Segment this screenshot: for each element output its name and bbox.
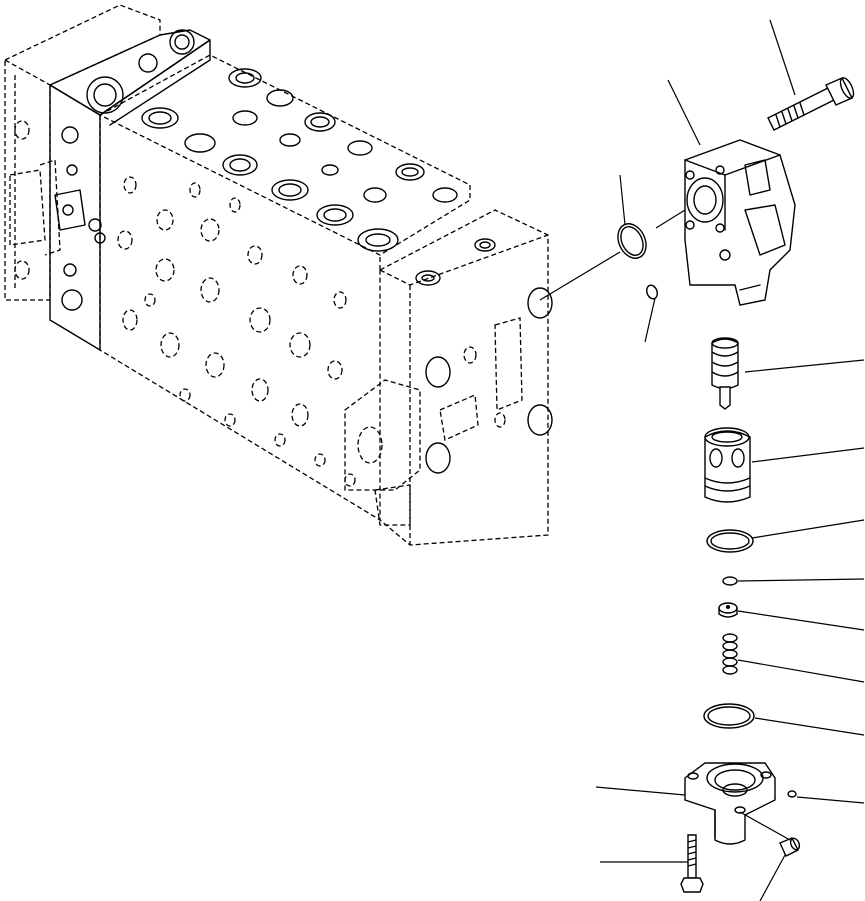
seat [718,602,738,618]
bolt-top [767,77,855,131]
plug [779,837,801,857]
spring [722,633,738,675]
o-ring-large-upper [617,223,647,259]
valve-housing [684,139,796,306]
bolt-bottom [680,834,704,893]
o-ring-small-upper [646,284,658,300]
sleeve [704,427,751,503]
top-ports [141,68,496,286]
o-ring-middle [706,529,754,553]
side-face-holes [117,176,356,487]
o-ring-lower [703,703,755,729]
cover [684,762,776,845]
o-ring-small-middle [722,576,738,586]
leader-lines [595,19,865,901]
control-valve-block [4,4,553,546]
assembly-lines [539,209,686,301]
spool [711,337,739,410]
o-ring-tiny-cover [787,790,797,798]
